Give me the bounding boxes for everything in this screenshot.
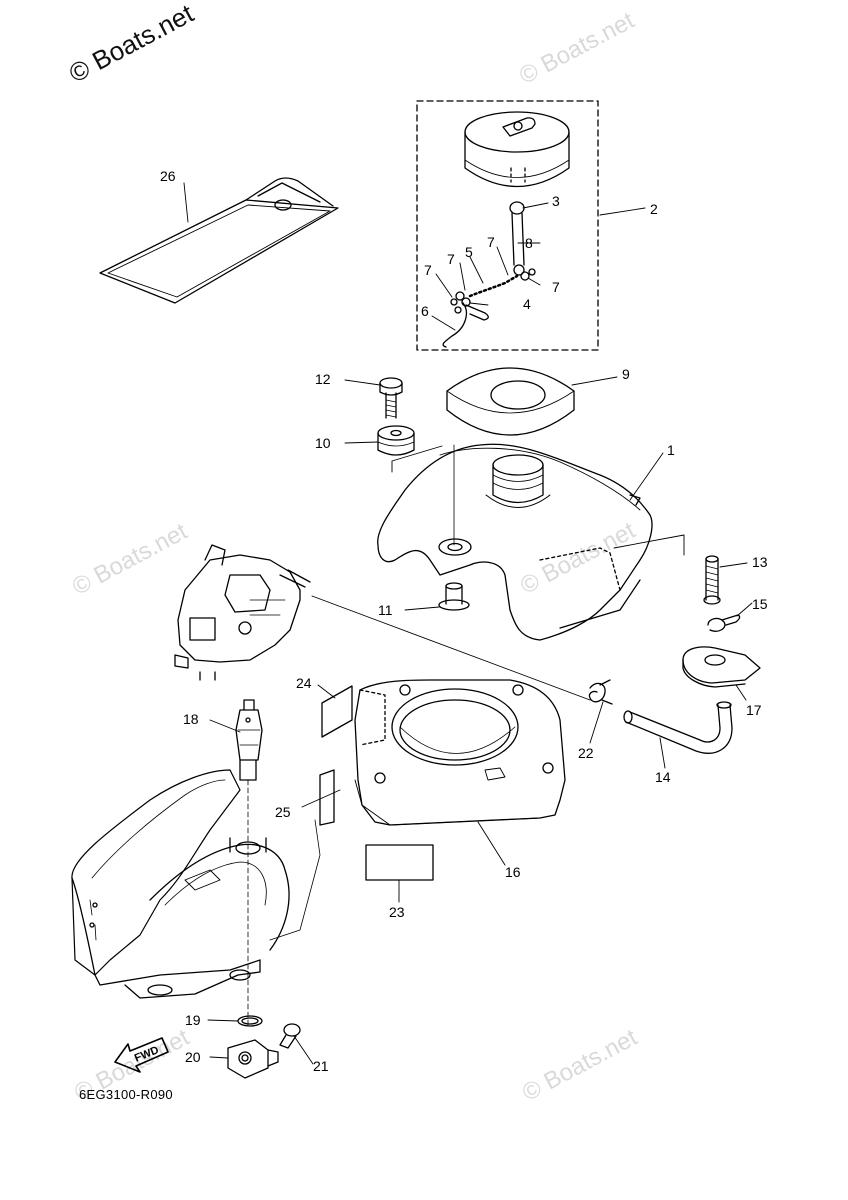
part-1-fuel-tank[interactable] <box>377 443 653 641</box>
callout-25: 25 <box>275 804 291 820</box>
callout-10: 10 <box>315 435 331 451</box>
part-18-switch[interactable] <box>235 699 263 781</box>
callout-17: 17 <box>746 702 762 718</box>
callout-13: 13 <box>752 554 768 570</box>
part-16-base-cover[interactable] <box>354 679 566 826</box>
callout-1: 1 <box>667 442 675 458</box>
part-22-clip[interactable] <box>588 679 613 705</box>
callout-8: 8 <box>525 235 533 251</box>
callout-22: 22 <box>578 745 594 761</box>
callout-21: 21 <box>313 1058 329 1074</box>
callout-6: 6 <box>421 303 429 319</box>
part-12-bolt[interactable] <box>379 377 403 419</box>
part-19-o-ring[interactable] <box>237 1015 263 1027</box>
callout-numbers: 26 2 3 8 7 5 7 7 7 4 6 9 12 10 1 11 13 1… <box>133 168 768 1074</box>
fuel-cap[interactable] <box>464 111 570 187</box>
callout-26: 26 <box>160 168 176 184</box>
part-21-screw[interactable] <box>279 1023 301 1049</box>
carburetor[interactable] <box>174 544 311 681</box>
part-2-fuel-cap-assy-box <box>416 100 599 351</box>
leader-bracket <box>391 445 443 473</box>
fwd-arrow-icon <box>114 1037 169 1073</box>
part-20-drain-fitting[interactable] <box>227 1039 279 1079</box>
callout-24: 24 <box>296 675 312 691</box>
callout-7d: 7 <box>552 279 560 295</box>
callout-leaders <box>183 182 753 1065</box>
callout-15: 15 <box>752 596 768 612</box>
part-9-pad[interactable] <box>446 367 575 436</box>
part-11-collar[interactable] <box>438 582 470 611</box>
callout-14: 14 <box>655 769 671 785</box>
part-26-tool-bag[interactable] <box>99 177 339 304</box>
part-15-clip[interactable] <box>707 614 741 632</box>
callout-9: 9 <box>622 366 630 382</box>
callout-19: 19 <box>185 1012 201 1028</box>
part-25-label[interactable] <box>319 769 335 826</box>
cap-strap-and-chain[interactable] <box>442 201 536 348</box>
callout-23: 23 <box>389 904 405 920</box>
callout-3: 3 <box>552 193 560 209</box>
callout-7c: 7 <box>424 262 432 278</box>
callout-18: 18 <box>183 711 199 727</box>
part-24-label[interactable] <box>321 685 353 738</box>
callout-11: 11 <box>378 602 393 618</box>
callout-7b: 7 <box>487 234 495 250</box>
callout-5: 5 <box>465 244 473 260</box>
callout-16: 16 <box>505 864 521 880</box>
callout-2: 2 <box>650 201 658 217</box>
callout-4: 4 <box>523 296 531 312</box>
leader-bracket-right <box>613 534 685 556</box>
callout-7a: 7 <box>447 251 455 267</box>
bottom-cowling[interactable] <box>71 769 321 999</box>
fuel-line-route <box>311 595 591 701</box>
diagram-code: 6EG3100-R090 <box>79 1087 173 1102</box>
part-23-label[interactable] <box>365 844 434 881</box>
part-13-screw[interactable] <box>703 555 721 605</box>
callout-20: 20 <box>185 1049 201 1065</box>
part-14-fuel-hose[interactable] <box>623 701 733 754</box>
part-17-bracket[interactable] <box>682 646 761 688</box>
callout-12: 12 <box>315 371 331 387</box>
part-10-grommet[interactable] <box>377 425 415 456</box>
